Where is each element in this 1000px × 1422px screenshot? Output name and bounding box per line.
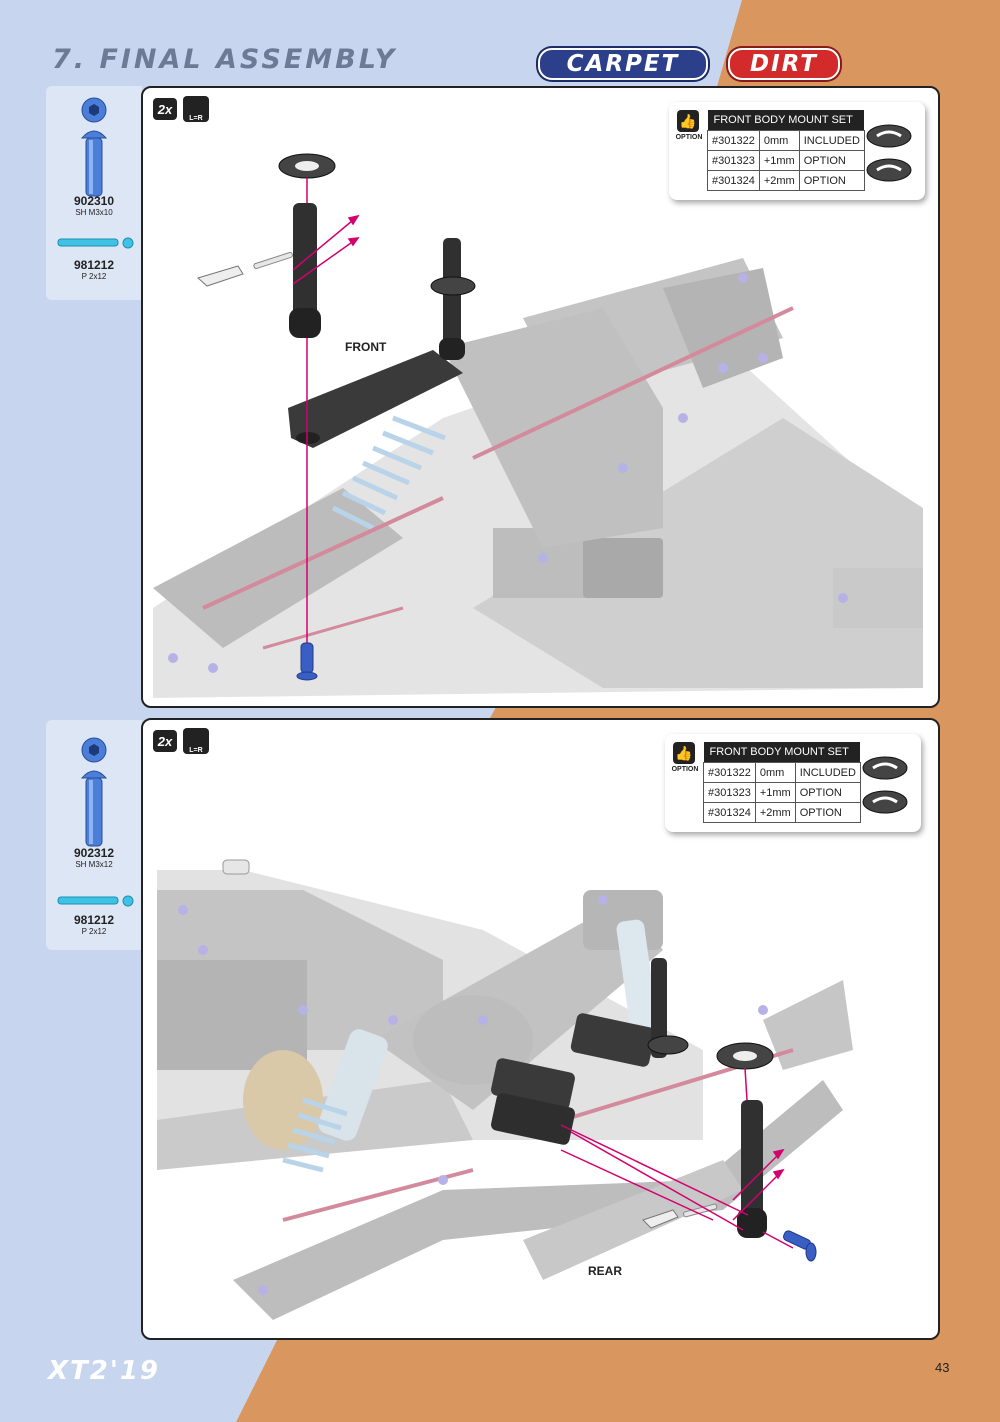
availability: OPTION [798, 150, 865, 171]
part-number: #301324 [703, 802, 756, 823]
availability: INCLUDED [794, 762, 861, 783]
part-desc: SH M3x10 [75, 208, 113, 217]
step-2-panel: 2x L=R [141, 718, 940, 1340]
part-number: #301324 [707, 170, 760, 191]
screw-icon [80, 737, 108, 847]
front-direction-label: FRONT [345, 340, 387, 354]
option-table: FRONT BODY MOUNT SET #301322 0mm INCLUDE… [707, 110, 865, 191]
height: +2mm [758, 170, 800, 191]
part-number: #301322 [707, 130, 760, 151]
option-title: FRONT BODY MOUNT SET [707, 110, 865, 131]
product-logo: XT2'19 [48, 1356, 161, 1386]
washer-icon [862, 756, 908, 814]
height: +2mm [754, 802, 796, 823]
front-assembly-illustration [153, 153, 923, 698]
availability: OPTION [798, 170, 865, 191]
step-1-panel: 2x L=R [141, 86, 940, 708]
left-right-same-icon: L=R [183, 728, 209, 754]
part-code: 902312 [73, 846, 115, 860]
table-row: #301323 +1mm OPTION [707, 150, 865, 171]
pin-icon [57, 895, 134, 907]
washer-icon [866, 124, 912, 182]
quantity-badge: 2x [153, 98, 177, 120]
option-label: OPTION [675, 134, 703, 141]
thumbs-up-icon: 👍 [677, 110, 699, 132]
height: +1mm [754, 782, 796, 803]
part-code: 981212 [73, 258, 115, 272]
table-row: #301322 0mm INCLUDED [707, 130, 865, 151]
thumbs-up-icon: 👍 [673, 742, 695, 764]
lr-label: L=R [189, 747, 203, 754]
parts-panel-step-2: 902312 SH M3x12 981212 P 2x12 [46, 720, 142, 950]
height: 0mm [758, 130, 800, 151]
part-code: 981212 [73, 913, 115, 927]
option-title: FRONT BODY MOUNT SET [703, 742, 861, 763]
lr-label: L=R [189, 115, 203, 122]
option-box: 👍 OPTION FRONT BODY MOUNT SET #301322 0m… [665, 734, 921, 832]
height: +1mm [758, 150, 800, 171]
rear-direction-label: REAR [588, 1264, 623, 1278]
height: 0mm [754, 762, 796, 783]
option-table: FRONT BODY MOUNT SET #301322 0mm INCLUDE… [703, 742, 861, 823]
table-row: #301322 0mm INCLUDED [703, 762, 861, 783]
availability: INCLUDED [798, 130, 865, 151]
page-title: 7. FINAL ASSEMBLY [52, 44, 398, 75]
part-number: #301323 [707, 150, 760, 171]
quantity-badge: 2x [153, 730, 177, 752]
table-row: #301324 +2mm OPTION [703, 802, 861, 823]
part-desc: P 2x12 [81, 272, 107, 281]
page-number: 43 [935, 1360, 950, 1375]
availability: OPTION [794, 802, 861, 823]
part-desc: P 2x12 [81, 927, 107, 936]
table-row: #301324 +2mm OPTION [707, 170, 865, 191]
part-desc: SH M3x12 [75, 860, 113, 869]
part-number: #301323 [703, 782, 756, 803]
option-box: 👍 OPTION FRONT BODY MOUNT SET #301322 0m… [669, 102, 925, 200]
part-code: 902310 [73, 194, 115, 208]
table-row: #301323 +1mm OPTION [703, 782, 861, 803]
left-right-same-icon: L=R [183, 96, 209, 122]
availability: OPTION [794, 782, 861, 803]
carpet-badge: CARPET [538, 48, 708, 80]
part-number: #301322 [703, 762, 756, 783]
dirt-badge: DIRT [728, 48, 840, 80]
parts-panel-step-1: 902310 SH M3x10 981212 P 2x12 [46, 86, 142, 300]
rear-assembly-illustration [157, 859, 853, 1320]
option-label: OPTION [671, 766, 699, 773]
screw-icon [80, 97, 108, 197]
pin-icon [57, 237, 134, 249]
